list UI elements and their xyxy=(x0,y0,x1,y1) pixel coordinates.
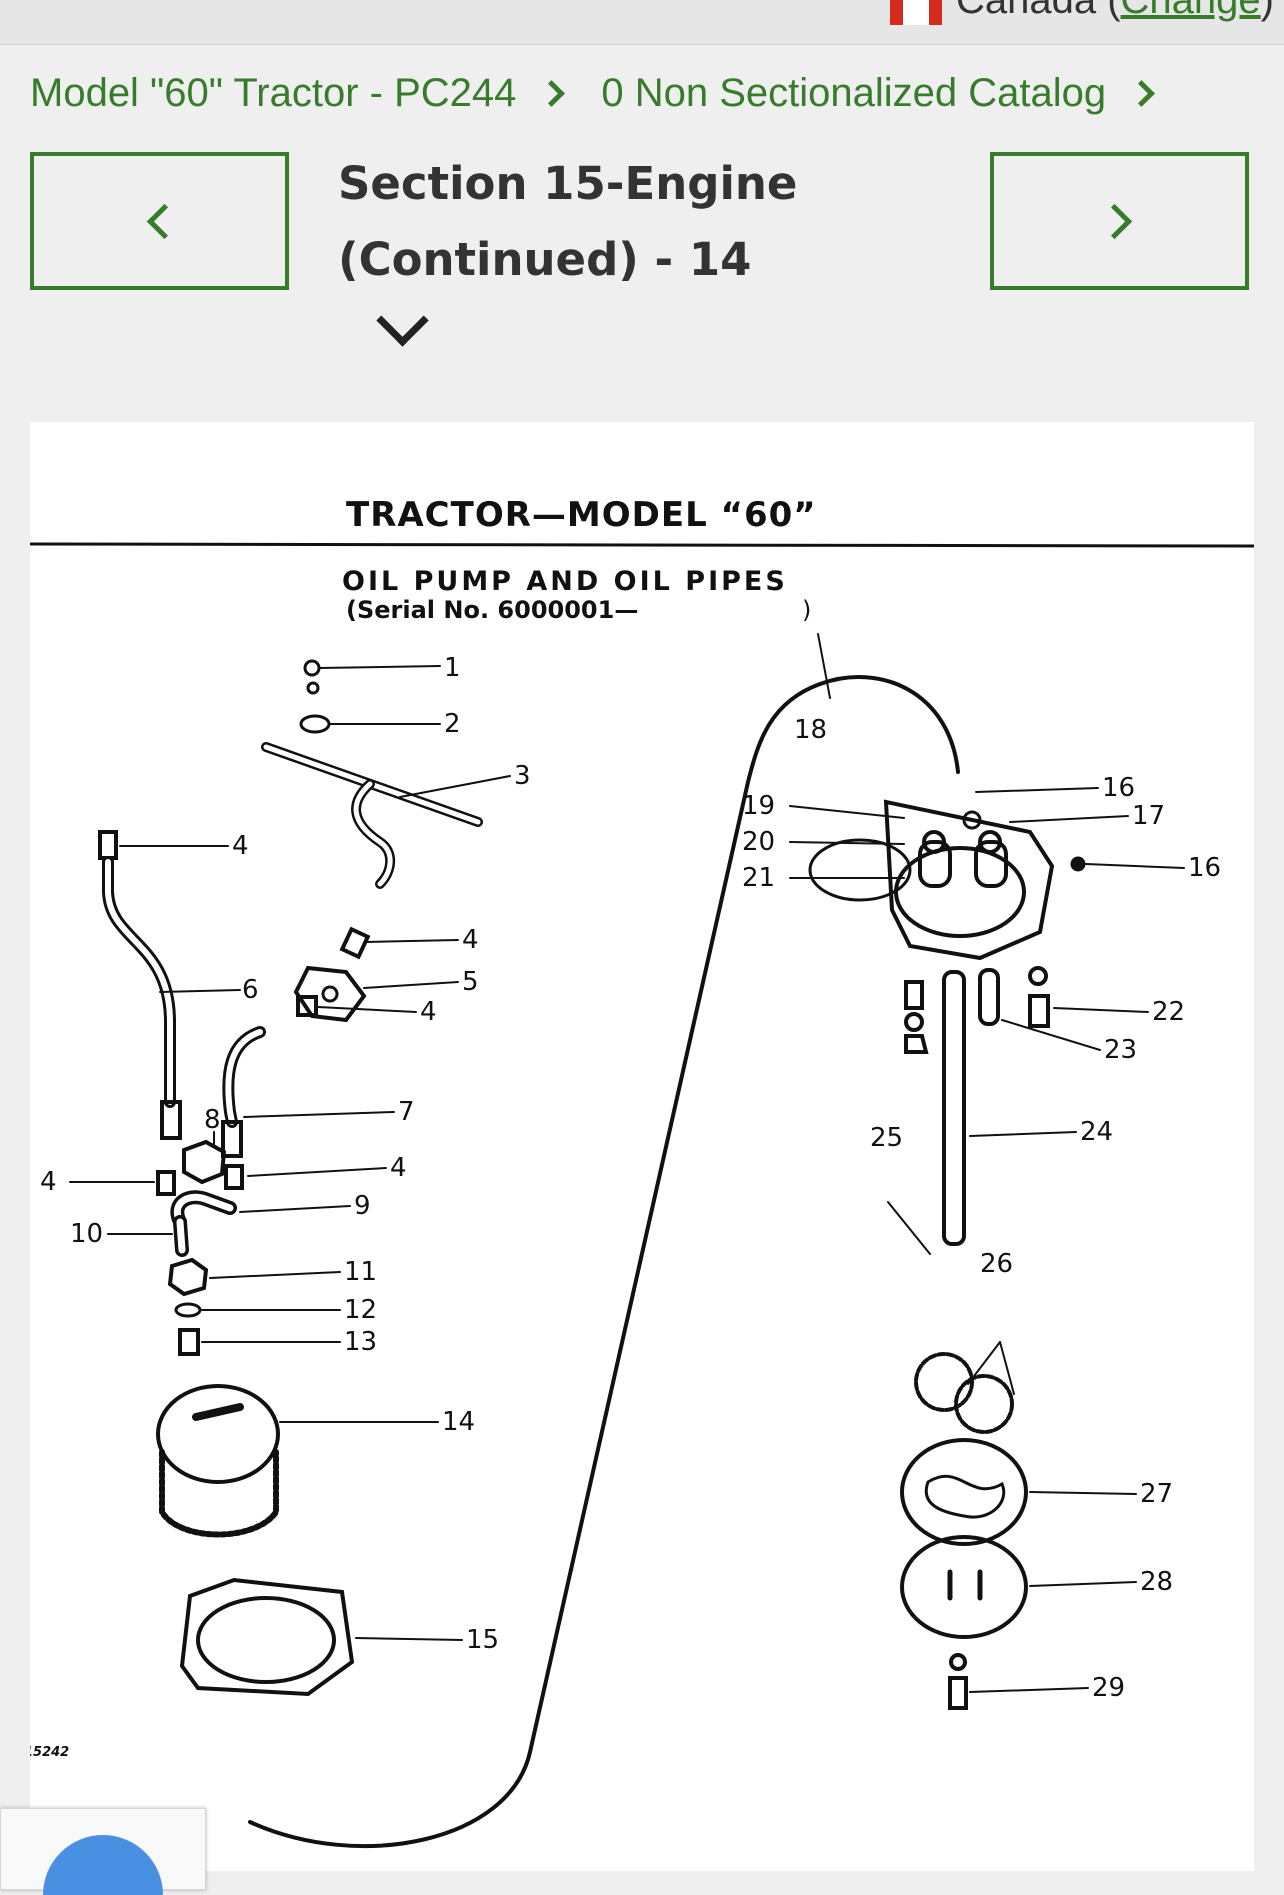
canada-flag-icon xyxy=(889,0,942,26)
country-label-close: ) xyxy=(1260,0,1274,22)
parts-diagram: TRACTOR—MODEL “60” OIL PUMP AND OIL PIPE… xyxy=(30,422,1254,1871)
callout-6: 6 xyxy=(242,975,259,1005)
callout-16b: 16 xyxy=(1188,853,1221,883)
callout-22: 22 xyxy=(1152,997,1185,1027)
previous-section-button[interactable] xyxy=(30,152,289,290)
callout-9: 9 xyxy=(354,1191,371,1221)
chevron-down-icon xyxy=(376,294,429,347)
callout-7: 7 xyxy=(398,1097,415,1127)
callout-4c: 4 xyxy=(420,997,437,1027)
chevron-right-icon xyxy=(538,79,566,107)
callout-24: 24 xyxy=(1080,1117,1113,1147)
callout-2: 2 xyxy=(444,709,461,739)
breadcrumb-item-label: Model "60" Tractor - PC244 xyxy=(30,70,517,115)
callout-23: 23 xyxy=(1104,1035,1137,1065)
chevron-left-icon xyxy=(146,203,183,239)
diagram-heading: TRACTOR—MODEL “60” xyxy=(346,495,817,535)
chevron-right-icon xyxy=(1096,203,1133,239)
breadcrumb: Model "60" Tractor - PC244 0 Non Section… xyxy=(30,66,1191,120)
breadcrumb-item-catalog[interactable]: 0 Non Sectionalized Catalog xyxy=(601,71,1191,116)
section-title-dropdown[interactable]: Section 15-Engine (Continued) - 14 xyxy=(338,146,808,374)
breadcrumb-item-label: 0 Non Sectionalized Catalog xyxy=(601,70,1107,115)
recaptcha-badge[interactable] xyxy=(0,1808,206,1895)
next-section-button[interactable] xyxy=(990,152,1249,290)
callout-4: 4 xyxy=(232,831,249,861)
country-selector: Canada (Change) xyxy=(889,0,1274,26)
diagram-serial-close: ) xyxy=(802,596,811,624)
change-country-link[interactable]: Change xyxy=(1120,0,1261,22)
callout-28: 28 xyxy=(1140,1567,1173,1597)
callout-18: 18 xyxy=(794,715,827,745)
callout-21: 21 xyxy=(742,863,775,893)
country-label: Canada ( xyxy=(955,0,1121,22)
chevron-right-icon xyxy=(1128,79,1156,107)
callout-13: 13 xyxy=(344,1327,377,1357)
callout-14: 14 xyxy=(442,1407,475,1437)
callout-16: 16 xyxy=(1102,773,1135,803)
callout-11: 11 xyxy=(344,1257,377,1287)
callout-25: 25 xyxy=(870,1123,903,1153)
callout-12: 12 xyxy=(344,1295,377,1325)
callout-4e: 4 xyxy=(390,1153,407,1183)
callout-3: 3 xyxy=(514,761,531,791)
callout-8: 8 xyxy=(204,1105,221,1135)
top-bar: Canada (Change) xyxy=(0,0,1284,45)
diagram-serial: (Serial No. 6000001— xyxy=(346,596,638,624)
callout-19: 19 xyxy=(742,791,775,821)
section-title-line2: (Continued) - 14 xyxy=(338,233,752,286)
breadcrumb-item-model[interactable]: Model "60" Tractor - PC244 xyxy=(30,71,601,116)
callout-4b: 4 xyxy=(462,925,479,955)
callout-26: 26 xyxy=(980,1249,1013,1279)
callout-20: 20 xyxy=(742,827,775,857)
callout-1: 1 xyxy=(444,653,461,683)
callout-4d: 4 xyxy=(40,1167,57,1197)
recaptcha-icon xyxy=(43,1835,163,1895)
diagram-subheading: OIL PUMP AND OIL PIPES xyxy=(342,566,788,597)
callout-17: 17 xyxy=(1132,801,1165,831)
diagram-figure-id: 15242 xyxy=(30,1745,69,1760)
callout-29: 29 xyxy=(1092,1673,1125,1703)
callout-27: 27 xyxy=(1140,1479,1173,1509)
section-title-line1: Section 15-Engine xyxy=(338,157,798,210)
callout-5: 5 xyxy=(462,967,479,997)
callout-10: 10 xyxy=(70,1219,103,1249)
callout-15: 15 xyxy=(466,1625,499,1655)
